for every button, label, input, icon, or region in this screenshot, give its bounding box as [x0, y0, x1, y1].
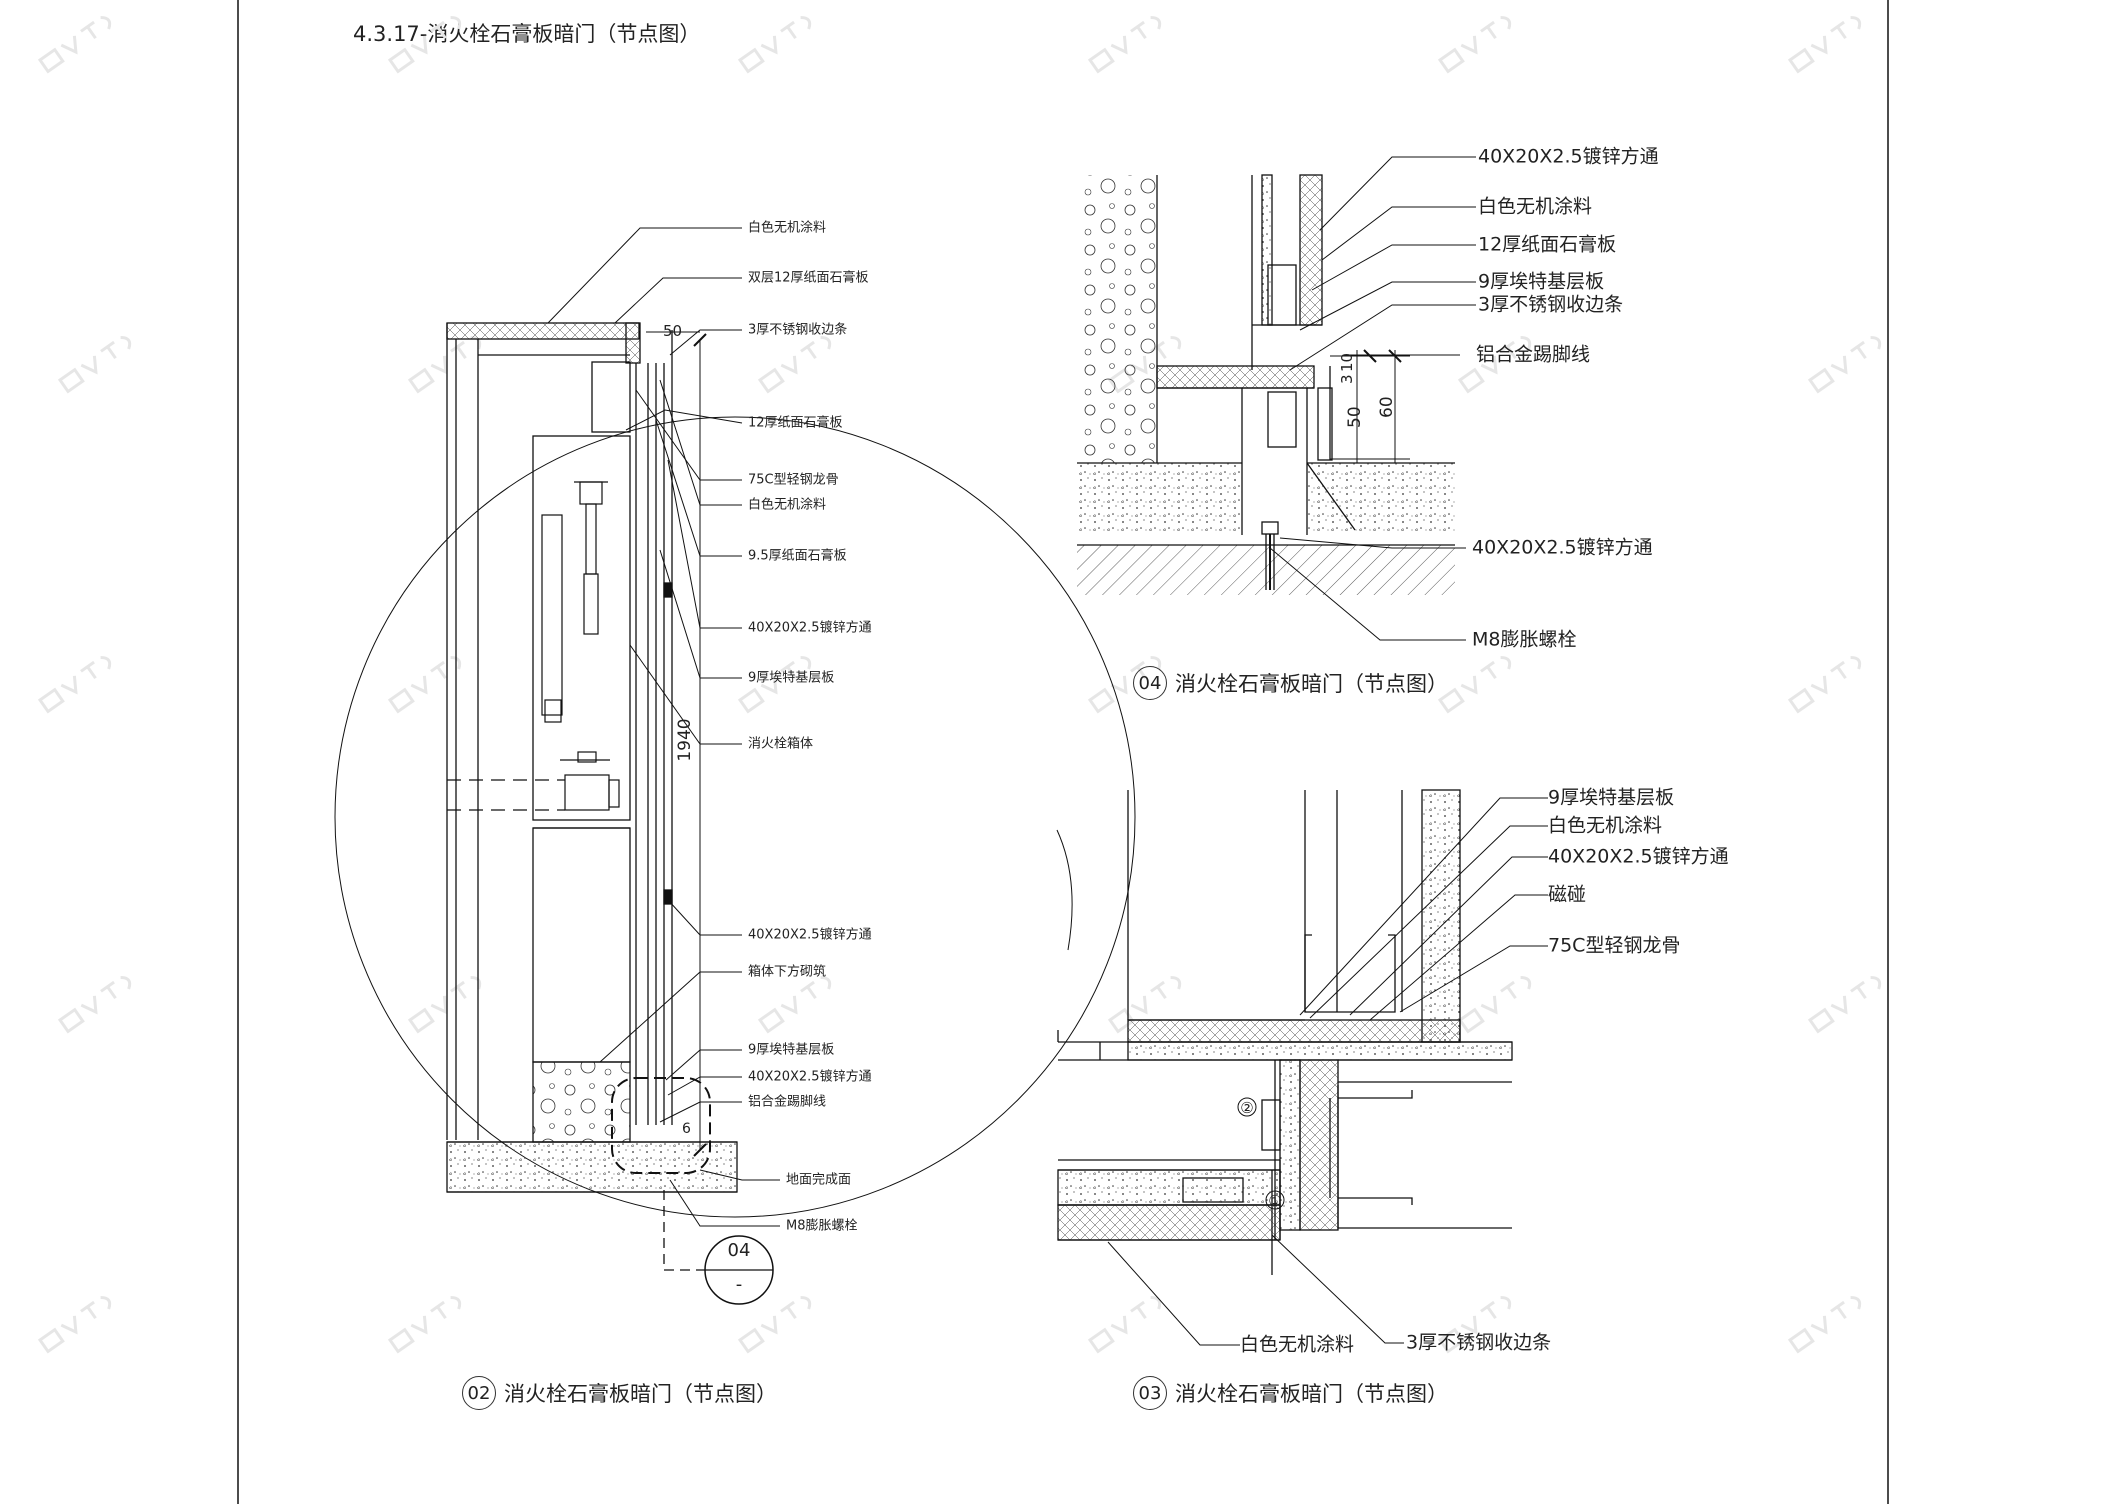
dim-60: 60	[1377, 396, 1397, 418]
d02-label: 3厚不锈钢收边条	[748, 322, 847, 338]
detail-03-labels: 9厚埃特基层板 白色无机涂料 40X20X2.5镀锌方通 磁碰 75C型轻钢龙骨…	[1240, 787, 1729, 1356]
d02-label: 40X20X2.5镀锌方通	[748, 620, 872, 636]
d04-label: 12厚纸面石膏板	[1478, 233, 1616, 256]
watermark-mark	[1087, 1296, 1162, 1354]
watermark-mark	[1087, 656, 1162, 714]
watermark-mark	[387, 1296, 462, 1354]
watermark-mark	[57, 976, 132, 1034]
watermark-mark	[1787, 656, 1862, 714]
watermark-mark	[57, 336, 132, 394]
d04-label: 9厚埃特基层板	[1478, 271, 1604, 293]
d04-label: M8膨胀螺栓	[1472, 629, 1576, 651]
caption-04-text: 消火栓石膏板暗门（节点图）	[1175, 672, 1448, 696]
d02-label: 9.5厚纸面石膏板	[748, 548, 847, 564]
caption-02-text: 消火栓石膏板暗门（节点图）	[504, 1382, 777, 1406]
watermark-mark	[387, 16, 462, 74]
watermark-mark	[407, 336, 482, 394]
detail-04-labels: 40X20X2.5镀锌方通 白色无机涂料 12厚纸面石膏板 9厚埃特基层板 3厚…	[1338, 146, 1659, 651]
watermark-mark	[737, 656, 812, 714]
caption-02: 02 消火栓石膏板暗门（节点图）	[462, 1376, 777, 1410]
watermark-mark	[1087, 16, 1162, 74]
watermark-mark	[737, 16, 812, 74]
caption-03: 03 消火栓石膏板暗门（节点图）	[1133, 1376, 1448, 1410]
d02-label: 12厚纸面石膏板	[748, 415, 843, 431]
watermark-mark	[37, 16, 112, 74]
d02-label: 40X20X2.5镀锌方通	[748, 927, 872, 943]
watermark-mark	[387, 656, 462, 714]
caption-03-number: 03	[1133, 1376, 1167, 1410]
watermark-mark	[37, 1296, 112, 1354]
dim-1940: 1940	[675, 718, 695, 761]
caption-03-text: 消火栓石膏板暗门（节点图）	[1175, 1382, 1448, 1406]
d02-label: 白色无机涂料	[748, 220, 826, 236]
d03-label: 白色无机涂料	[1548, 815, 1662, 837]
d03-label: 3厚不锈钢收边条	[1406, 1332, 1551, 1354]
watermark-mark	[1457, 336, 1532, 394]
detail-02-labels: 白色无机涂料 双层12厚纸面石膏板 3厚不锈钢收边条 12厚纸面石膏板 75C型…	[663, 220, 872, 1296]
watermark-mark	[407, 976, 482, 1034]
marker-1: ①	[1268, 1192, 1281, 1210]
d03-label: 75C型轻钢龙骨	[1548, 935, 1680, 957]
d03-label: 白色无机涂料	[1240, 1334, 1354, 1356]
d04-label: 3厚不锈钢收边条	[1478, 294, 1623, 316]
d04-label: 白色无机涂料	[1478, 196, 1592, 218]
watermark-mark	[1807, 976, 1882, 1034]
watermark-layer	[37, 16, 1882, 1354]
watermark-mark	[737, 1296, 812, 1354]
marker-2: ②	[1240, 1099, 1253, 1117]
dim-3: 3	[1338, 374, 1356, 384]
enlarge-circle	[334, 416, 1136, 1218]
dim-50-top: 50	[663, 322, 682, 340]
watermark-mark	[1807, 336, 1882, 394]
d02-label: 75C型轻钢龙骨	[748, 473, 839, 488]
d04-label: 40X20X2.5镀锌方通	[1478, 146, 1659, 168]
d02-label: 消火栓箱体	[748, 736, 813, 752]
watermark-mark	[1787, 16, 1862, 74]
d02-label: 9厚埃特基层板	[748, 1043, 834, 1058]
watermark-mark	[1457, 976, 1532, 1034]
detail-ref-number: 04	[728, 1240, 751, 1261]
d03-label: 9厚埃特基层板	[1548, 787, 1674, 809]
sheet-title: 4.3.17-消火栓石膏板暗门（节点图）	[353, 22, 701, 46]
watermark-mark	[1437, 656, 1512, 714]
caption-02-number: 02	[462, 1376, 496, 1410]
d02-label: 地面完成面	[786, 1173, 851, 1188]
watermark-mark	[757, 976, 832, 1034]
detail-03-drawing	[1057, 789, 1548, 1346]
detail-02-drawing	[334, 227, 1136, 1305]
caption-04-number: 04	[1133, 666, 1167, 700]
watermark-mark	[37, 656, 112, 714]
d03-label: 磁碰	[1548, 884, 1586, 906]
caption-04: 04 消火栓石膏板暗门（节点图）	[1133, 666, 1448, 700]
d02-label: 双层12厚纸面石膏板	[748, 270, 869, 286]
watermark-mark	[757, 336, 832, 394]
d02-label: M8膨胀螺栓	[786, 1219, 858, 1234]
dim-small: 6	[682, 1121, 691, 1137]
d04-label: 铝合金踢脚线	[1476, 344, 1590, 366]
dim-10: 10	[1338, 353, 1356, 372]
watermark-mark	[1437, 1296, 1512, 1354]
detail-04-drawing	[1077, 156, 1476, 641]
detail-ref-sheet: -	[736, 1274, 743, 1295]
d02-label: 40X20X2.5镀锌方通	[748, 1069, 872, 1085]
watermark-mark	[1437, 16, 1512, 74]
d04-label: 40X20X2.5镀锌方通	[1472, 537, 1653, 559]
watermark-mark	[1787, 1296, 1862, 1354]
d02-label: 箱体下方砌筑	[748, 964, 826, 980]
d02-label: 铝合金踢脚线	[748, 1094, 826, 1110]
d02-label: 白色无机涂料	[748, 497, 826, 513]
dim-50: 50	[1345, 406, 1365, 428]
d02-label: 9厚埃特基层板	[748, 671, 834, 686]
d03-label: 40X20X2.5镀锌方通	[1548, 846, 1729, 868]
